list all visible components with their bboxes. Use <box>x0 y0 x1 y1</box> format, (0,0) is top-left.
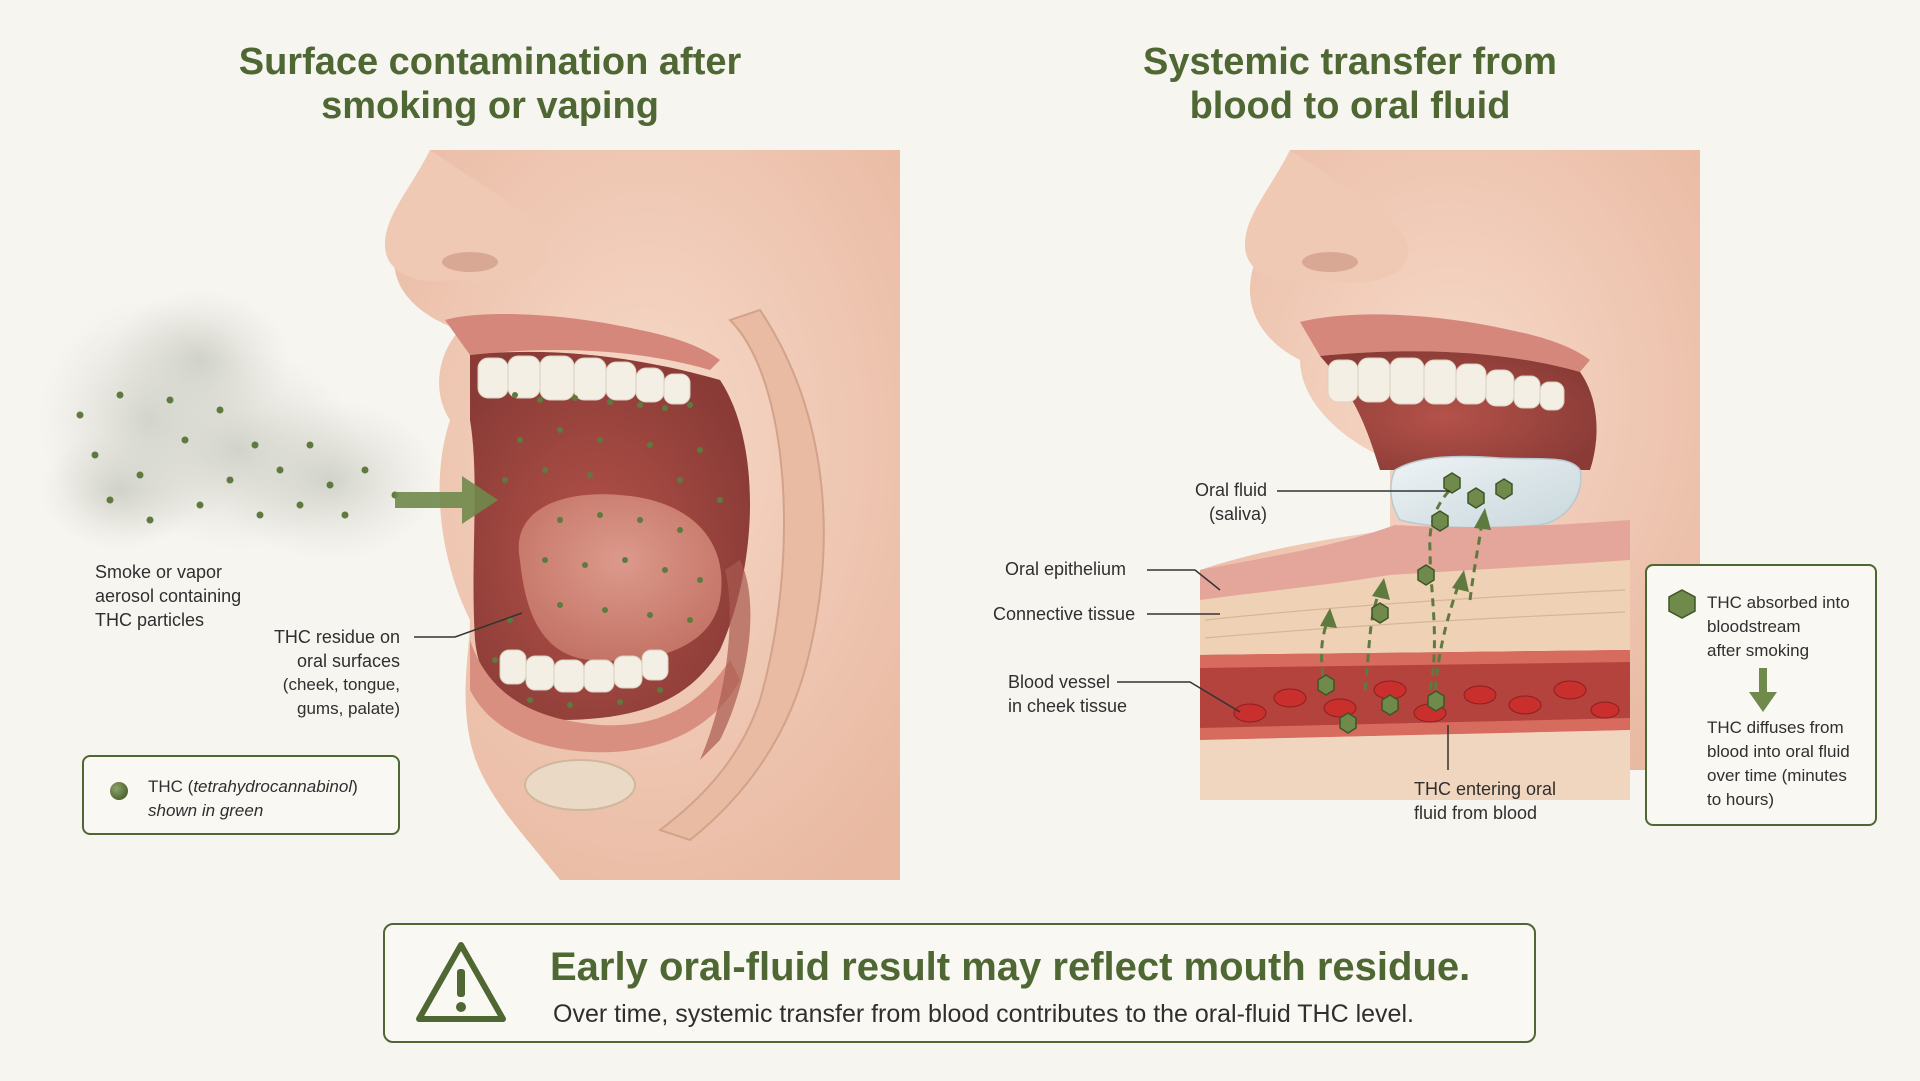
process-box: THC absorbed into bloodstream after smok… <box>1645 564 1877 826</box>
blood-vessel <box>1200 650 1630 740</box>
left-title-line2: smoking or vaping <box>321 85 659 127</box>
smoke-label: Smoke or vapor aerosol containing THC pa… <box>95 562 242 630</box>
right-title-line2: blood to oral fluid <box>1189 85 1511 127</box>
oral-fluid-label: Oral fluid (saliva) <box>1194 480 1267 524</box>
connective-tissue-layer <box>1200 560 1630 655</box>
thc-legend: THC (tetrahydrocannabinol) shown in gree… <box>82 755 400 835</box>
connective-tissue-label: Connective tissue <box>993 604 1136 624</box>
blood-vessel-label: Blood vessel in cheek tissue <box>1008 672 1128 716</box>
down-arrow-icon <box>1749 668 1777 712</box>
right-panel-title: Systemic transfer from blood to oral flu… <box>1080 40 1620 128</box>
left-panel-title: Surface contamination after smoking or v… <box>180 40 800 128</box>
right-face-illustration <box>1200 150 1700 800</box>
conclusion-banner: Early oral-fluid result may reflect mout… <box>383 923 1536 1043</box>
process-step-1: THC absorbed into bloodstream after smok… <box>1707 593 1850 660</box>
oral-epithelium-label: Oral epithelium <box>1005 559 1127 579</box>
warning-icon <box>416 942 506 1022</box>
thc-hexagon-icon <box>1668 589 1696 619</box>
thc-dot-icon <box>110 782 128 800</box>
legend-line2: shown in green <box>148 801 264 820</box>
right-title-line1: Systemic transfer from <box>1143 41 1557 83</box>
smoke-cloud <box>40 290 440 560</box>
banner-subtitle: Over time, systemic transfer from blood … <box>553 1000 1414 1028</box>
process-step-2: THC diffuses from blood into oral fluid … <box>1707 718 1850 809</box>
thc-entering-label: THC entering oral fluid from blood <box>1414 779 1557 823</box>
oral-epithelium-layer <box>1200 520 1630 600</box>
left-face-illustration <box>385 150 900 880</box>
oral-fluid-pool <box>1390 455 1582 529</box>
right-arrow-icon <box>395 476 498 524</box>
banner-title: Early oral-fluid result may reflect mout… <box>550 945 1471 989</box>
left-title-line1: Surface contamination after <box>238 41 742 83</box>
residue-label: THC residue on oral surfaces (cheek, ton… <box>273 627 400 718</box>
thc-residue-dots <box>492 392 723 708</box>
legend-line1: THC (tetrahydrocannabinol) <box>148 777 358 796</box>
